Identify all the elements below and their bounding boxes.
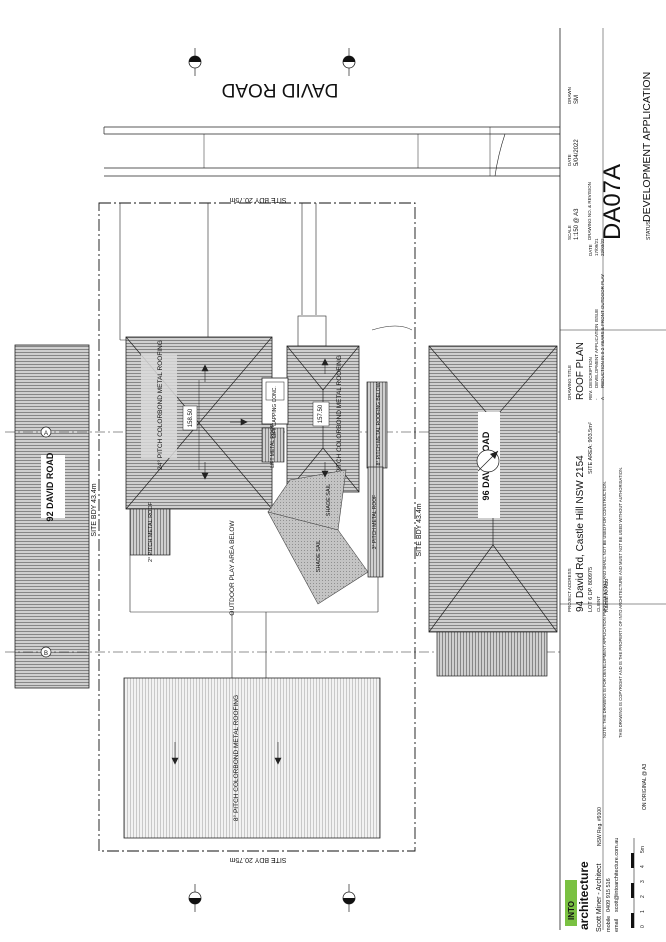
status-label: STATUS: [646, 220, 652, 240]
mobile-label: mobile: [606, 916, 612, 932]
shade-sails: [267, 469, 369, 605]
scale-label: SCALE: [567, 225, 572, 240]
lift-capping-label: LIFT CAPPING CONC.: [272, 386, 278, 438]
street-name: DAVID ROAD: [222, 79, 339, 100]
neighbour-92-label: 92 DAVID ROAD: [45, 452, 55, 521]
project-address-label: PROJECT ADDRESS: [567, 568, 572, 612]
svg-text:INTO: INTO: [567, 901, 576, 920]
email-label: email: [614, 919, 620, 932]
svg-text:B: B: [44, 651, 48, 657]
boundary-front-label: SITE BDY 20.75m: [229, 856, 286, 863]
section-marker-top-left: [188, 48, 202, 76]
svg-text:3: 3: [640, 880, 646, 883]
drawn-label: DRAWN: [567, 87, 572, 104]
fall-arrows: [171, 358, 329, 765]
site-boundary: [98, 202, 416, 852]
svg-text:A: A: [44, 431, 48, 437]
main-roof-label: 24° PITCH COLORBOND METAL ROOFING: [156, 340, 164, 470]
side-roof-a-label: 3° PITCH METAL ROOF: [372, 495, 378, 550]
drawn-value: SM: [574, 95, 580, 104]
svg-text:DATE: DATE: [588, 244, 593, 256]
lift-roof-label: LIFT METAL ROOF: [270, 424, 276, 468]
note-development: NOTE: THIS DRAWING IS FOR DEVELOPMENT AP…: [602, 481, 607, 738]
svg-text:A: A: [600, 397, 605, 400]
date-label: DATE: [567, 154, 572, 166]
svg-text:REDUCTION IN 0-2 YEARS & FRONT: REDUCTION IN 0-2 YEARS & FRONT OUTDOOR P…: [600, 274, 605, 388]
side-skillion-roofs: [129, 381, 388, 578]
svg-text:0: 0: [640, 925, 646, 928]
svg-text:1: 1: [640, 910, 646, 913]
ridge-level-1: 158.50: [188, 408, 194, 427]
title-block: INTO architecture Scott Miner - Architec…: [559, 28, 666, 932]
neighbour-96-building: [428, 345, 558, 677]
svg-text:2: 2: [640, 895, 646, 898]
rear-roof-label: 8° PITCH COLORBOND METAL ROOFING: [232, 695, 240, 821]
architect-registration: NSW Reg. #9100: [597, 807, 603, 846]
front-hip-roof: [286, 345, 360, 493]
drawing-title-label: DRAWING TITLE: [567, 365, 572, 400]
svg-text:22/03/22: 22/03/22: [600, 238, 605, 256]
client-label: CLIENT: [596, 596, 601, 612]
graphic-scale-bar: 0 1 2 3 4 5m: [631, 838, 646, 928]
architect-name: Scott Miner - Architect: [596, 863, 603, 932]
svg-text:DEVELOPMENT APPLICATION ISSUE: DEVELOPMENT APPLICATION ISSUE: [594, 309, 599, 388]
neighbour-92-building: [14, 344, 90, 689]
email-address[interactable]: scott@intoarchitecture.com.au: [614, 838, 620, 912]
status-value: DEVELOPMENT APPLICATION: [641, 72, 653, 222]
svg-text:-: -: [594, 398, 599, 400]
boundary-rear-label: SITE BDY 20.75m: [229, 196, 286, 203]
project-address: 94 David Rd, Castle Hill NSW 2154: [575, 455, 586, 612]
site-area: SITE AREA: 903.5m²: [588, 422, 594, 474]
shade-sail-2-label: SHADE SAIL: [316, 540, 322, 572]
section-marker-bottom-right: [342, 884, 356, 912]
mobile-number: 0409 915 516: [606, 878, 612, 912]
marker-b-left: B: [40, 646, 52, 658]
scale-value: 1:150 @ A3: [574, 208, 580, 240]
svg-text:architecture: architecture: [577, 861, 591, 930]
svg-text:REV.: REV.: [588, 390, 593, 400]
drawing-number: DA07A: [599, 164, 626, 240]
into-architecture-logo: INTO architecture: [565, 861, 591, 930]
road-kerb-lines: [103, 126, 560, 177]
boundary-left-label: SITE BDY 43.4m: [91, 483, 98, 536]
note-copyright: THIS DRAWING IS COPYRIGHT AND IS THE PRO…: [618, 467, 623, 738]
section-marker-top-right: [342, 48, 356, 76]
revision-table: REV. DESCRIPTION DATE - DEVELOPMENT APPL…: [588, 238, 605, 400]
boundary-right-label: SITE BDY 43.4m: [416, 503, 423, 556]
lot-dp: LOT 6 DP. 800975: [588, 567, 594, 612]
rear-building-roof: [123, 677, 381, 839]
drawing-no-label: DRAWING NO. & REVISION: [587, 182, 592, 240]
svg-text:4: 4: [640, 865, 646, 868]
shade-sail-1-label: SHADE SAIL: [326, 484, 332, 516]
outdoor-play-area: [129, 555, 379, 678]
north-point-icon: [476, 449, 500, 473]
outdoor-play-label: OUTDOOR PLAY AREA BELOW: [229, 520, 236, 616]
svg-text:DESCRIPTION: DESCRIPTION: [588, 357, 593, 388]
plan-area: DAVID ROAD: [5, 48, 560, 912]
scale-bar-label: ON ORIGINAL @ A3: [642, 763, 648, 810]
svg-text:5m: 5m: [640, 846, 646, 853]
skillion-roof-label: 2° PITCH METAL ROOF: [148, 501, 154, 562]
svg-text:17/09/21: 17/09/21: [594, 238, 599, 256]
drawing-title: ROOF PLAN: [575, 342, 586, 400]
main-hip-roof: [125, 336, 273, 510]
marker-a-left: A: [40, 426, 52, 438]
date-value: 5/04/2022: [574, 139, 580, 166]
driveway-lines: [119, 203, 413, 347]
section-marker-bottom-left: [188, 884, 202, 912]
ridge-level-2: 157.50: [318, 404, 324, 423]
lift-core: [261, 377, 289, 463]
client-name: Kamal Al-Abo: [604, 579, 610, 612]
front-roof-label: 24° PITCH COLORBOND METAL ROOFING: [335, 355, 343, 485]
side-roof-b-label: 8° PITCH METAL ROOFING BELOW: [376, 382, 382, 465]
